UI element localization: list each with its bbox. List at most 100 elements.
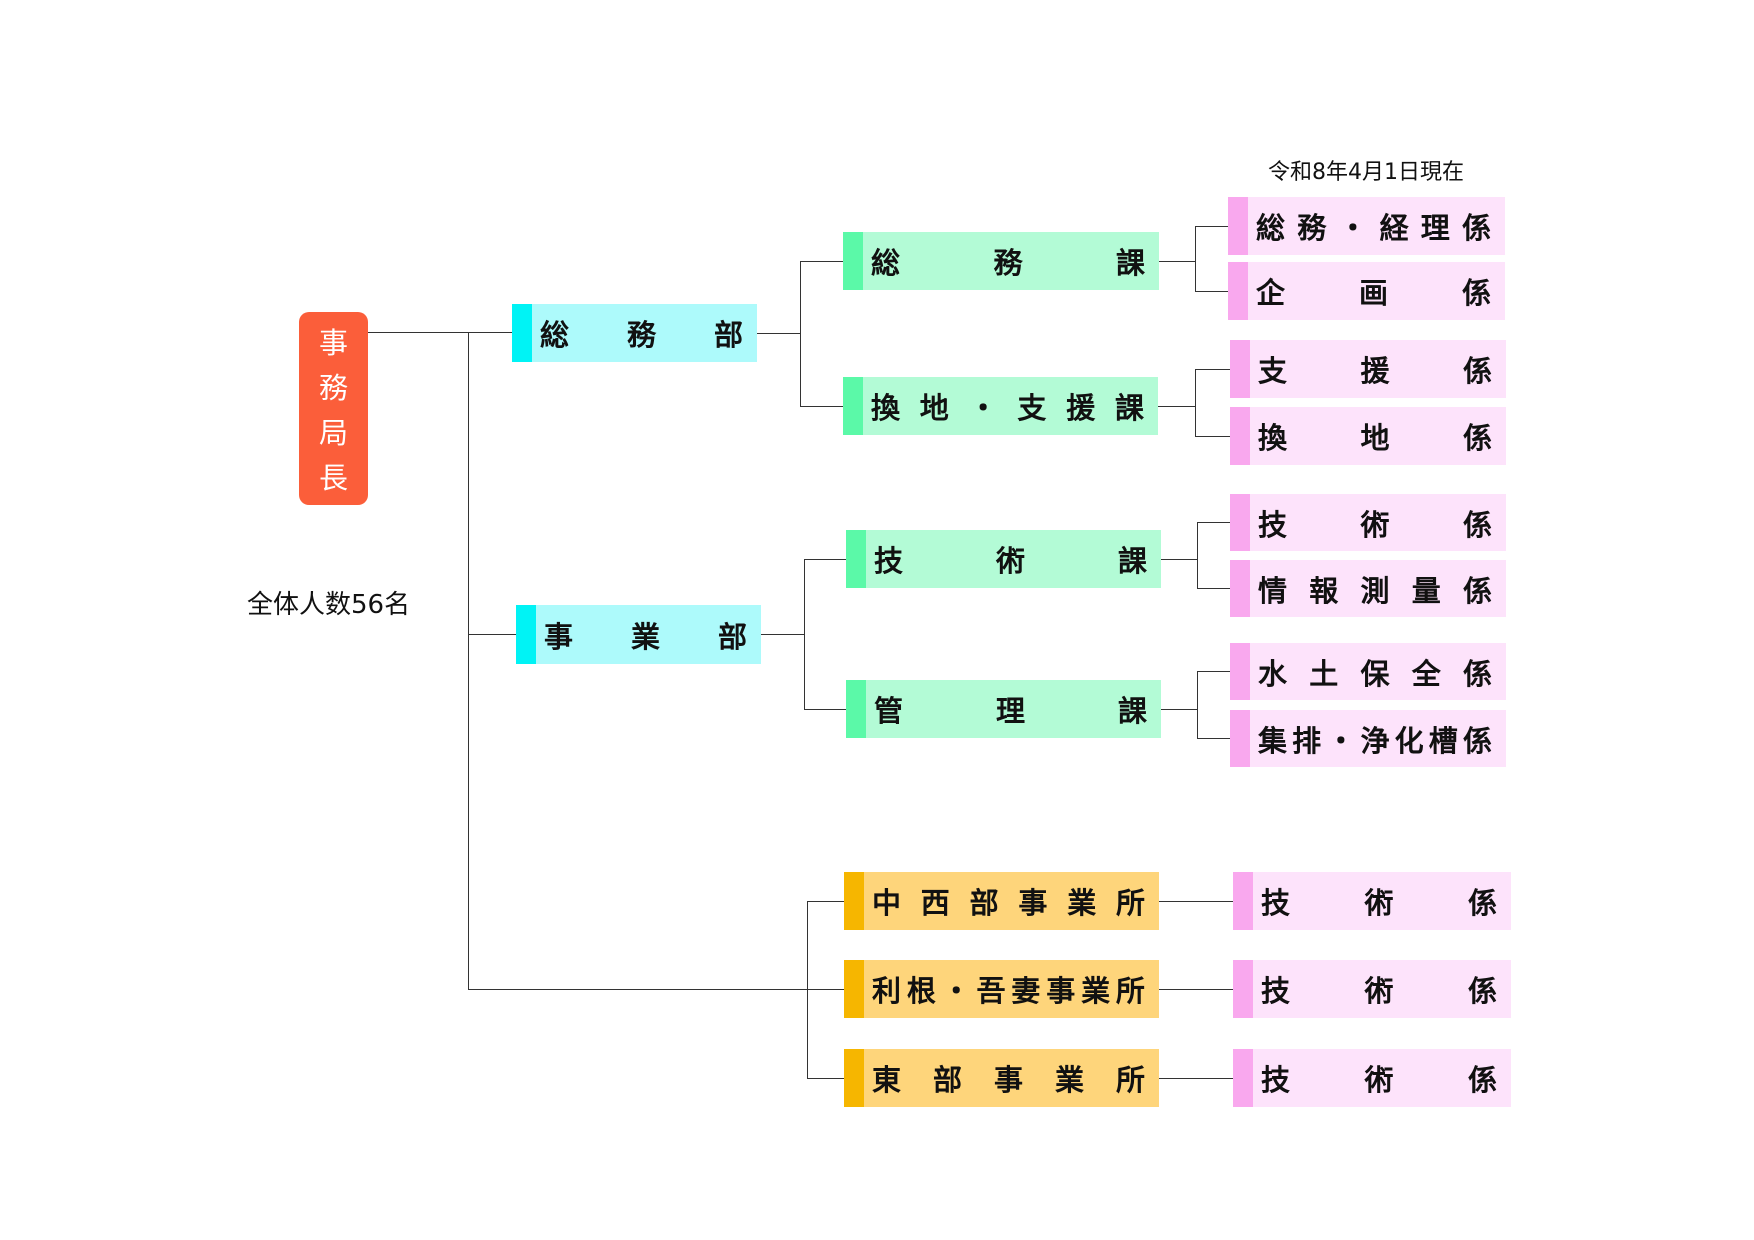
- label-char: 支: [1017, 391, 1047, 425]
- label-char: 課: [1115, 246, 1145, 280]
- office-box[interactable]: 利根・吾妻事業所: [844, 960, 1159, 1018]
- connector: [1197, 671, 1198, 738]
- box-accent-bar: [1230, 643, 1250, 700]
- label-char: 換: [1258, 421, 1288, 455]
- label-char: 部: [717, 619, 747, 654]
- label-char: 東: [872, 1063, 902, 1097]
- label-char: 係: [1462, 723, 1492, 758]
- label-char: 情: [1258, 573, 1288, 608]
- box-label: 技術係: [1261, 960, 1497, 1018]
- connector: [800, 261, 843, 262]
- connector: [800, 261, 801, 406]
- box-label: 換地係: [1258, 407, 1492, 465]
- connector: [761, 634, 804, 635]
- connector: [1159, 989, 1233, 990]
- label-char: 量: [1411, 573, 1441, 608]
- department-box[interactable]: 事業部: [516, 605, 761, 664]
- connector: [1159, 261, 1195, 262]
- label-char: 技: [1261, 886, 1291, 920]
- total-staff-count: 全体人数56名: [247, 590, 411, 620]
- connector: [1195, 369, 1230, 370]
- label-char: 術: [1364, 974, 1394, 1008]
- box-accent-bar: [1233, 1049, 1253, 1107]
- label-char: 係: [1467, 974, 1497, 1008]
- label-char: 所: [1115, 1063, 1145, 1097]
- label-char: 理: [1420, 211, 1450, 245]
- box-accent-bar: [1228, 197, 1248, 255]
- label-char: 係: [1462, 573, 1492, 608]
- connector: [1197, 522, 1198, 588]
- label-char: ・: [968, 391, 998, 425]
- connector: [468, 332, 469, 989]
- connector: [1195, 226, 1228, 227]
- as-of-date: 令和8年4月1日現在: [1268, 160, 1464, 185]
- label-char: 根: [906, 974, 936, 1008]
- label-char: 業: [1067, 886, 1097, 920]
- label-char: 務: [993, 246, 1023, 280]
- box-label: 支援係: [1258, 340, 1492, 398]
- label-char: 技: [1258, 507, 1288, 542]
- unit-box[interactable]: 集排・浄化槽係: [1230, 710, 1506, 767]
- section-box[interactable]: 技術課: [846, 530, 1161, 588]
- label-char: 中: [872, 886, 902, 920]
- label-char: 化: [1394, 723, 1424, 758]
- label-char: 全: [1411, 656, 1441, 691]
- label-char: 務: [1297, 211, 1327, 245]
- box-accent-bar: [843, 377, 863, 435]
- unit-box[interactable]: 換地係: [1230, 407, 1506, 465]
- label-char: 排: [1292, 723, 1322, 758]
- unit-box[interactable]: 技術係: [1233, 1049, 1511, 1107]
- label-char: 地: [1360, 421, 1390, 455]
- label-char: ・: [941, 974, 971, 1008]
- connector: [1197, 522, 1230, 523]
- label-char: 部: [713, 318, 743, 352]
- unit-box[interactable]: 技術係: [1233, 872, 1511, 930]
- label-char: 利: [872, 974, 902, 1008]
- label-char: 課: [1114, 391, 1144, 425]
- connector: [800, 406, 843, 407]
- box-label: 総務課: [871, 232, 1145, 290]
- unit-box[interactable]: 総務・経理係: [1228, 197, 1505, 255]
- label-char: 係: [1461, 211, 1491, 245]
- label-char: 技: [1261, 974, 1291, 1008]
- section-box[interactable]: 管理課: [846, 680, 1161, 738]
- box-accent-bar: [1230, 407, 1250, 465]
- unit-box[interactable]: 技術係: [1233, 960, 1511, 1018]
- label-char: 地: [919, 391, 949, 425]
- label-char: 換: [871, 391, 901, 425]
- label-char: 術: [1364, 1063, 1394, 1097]
- label-char: 土: [1309, 656, 1339, 691]
- label-char: 企: [1256, 276, 1286, 310]
- label-char: 西: [920, 886, 950, 920]
- unit-box[interactable]: 企画係: [1228, 262, 1505, 320]
- label-char: 事: [1018, 886, 1048, 920]
- connector: [804, 709, 846, 710]
- section-box[interactable]: 換地・支援課: [843, 377, 1158, 435]
- label-char: 部: [932, 1063, 962, 1097]
- unit-box[interactable]: 水土保全係: [1230, 643, 1506, 700]
- label-char: 総: [871, 246, 901, 280]
- section-box[interactable]: 総務課: [843, 232, 1159, 290]
- office-box[interactable]: 東部事業所: [844, 1049, 1159, 1107]
- label-char: 事: [993, 1063, 1023, 1097]
- label-char: 援: [1360, 354, 1390, 388]
- connector: [1197, 588, 1230, 589]
- connector: [1195, 369, 1196, 436]
- box-label: 中西部事業所: [872, 872, 1145, 930]
- connector: [804, 559, 805, 709]
- unit-box[interactable]: 支援係: [1230, 340, 1506, 398]
- secretary-general-box[interactable]: 事 務 局 長: [299, 312, 368, 505]
- connector: [1197, 738, 1230, 739]
- label-char: 係: [1462, 656, 1492, 691]
- department-box[interactable]: 総務部: [512, 304, 757, 362]
- connector: [1161, 559, 1197, 560]
- box-accent-bar: [1233, 960, 1253, 1018]
- box-accent-bar: [1233, 872, 1253, 930]
- label-char: 術: [995, 544, 1025, 578]
- label-char: 支: [1258, 354, 1288, 388]
- box-label: 技術係: [1261, 872, 1497, 930]
- connector: [1195, 226, 1196, 291]
- office-box[interactable]: 中西部事業所: [844, 872, 1159, 930]
- unit-box[interactable]: 情報測量係: [1230, 560, 1506, 617]
- unit-box[interactable]: 技術係: [1230, 494, 1506, 551]
